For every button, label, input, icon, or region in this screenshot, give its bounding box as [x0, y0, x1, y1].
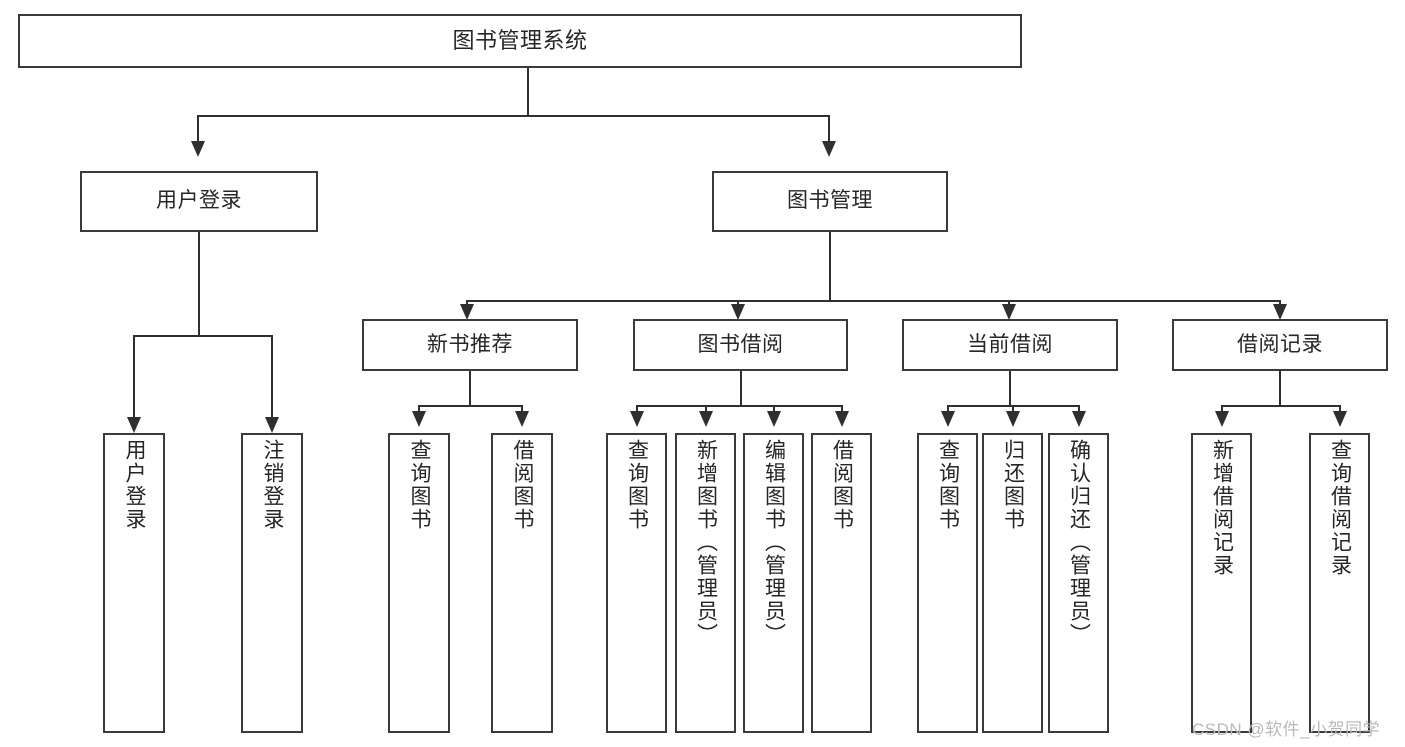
arrow-current-borrow-to-leaf-2: [1006, 411, 1020, 427]
arrow-book-borrow-to-leaf-4: [835, 411, 849, 427]
arrow-root-to-book-mgmt: [822, 141, 836, 157]
leaf-book-borrow-borrow-book[interactable]: 借阅图书: [811, 433, 872, 733]
node-label: 图书借阅: [697, 332, 784, 356]
arrow-book-borrow-to-leaf-1: [630, 411, 644, 427]
edge-root-bar: [197, 115, 829, 117]
node-label: 借阅记录: [1237, 332, 1323, 356]
arrow-book-mgmt-to-borrow-records: [1273, 304, 1287, 320]
leaf-new-book-borrow-book[interactable]: 借阅图书: [491, 433, 553, 733]
node-label: 新书推荐: [427, 332, 513, 356]
edge-new-book-drop: [469, 371, 471, 405]
node-label: 新增借阅记录: [1210, 439, 1234, 577]
arrow-user-login-to-leaf-1: [127, 417, 141, 433]
arrow-new-book-to-leaf-2: [515, 411, 529, 427]
node-label: 新增图书（管理员）: [694, 439, 718, 646]
node-label: 用户登录: [156, 189, 242, 213]
arrow-book-borrow-to-leaf-2: [699, 411, 713, 427]
node-label: 查询图书: [625, 439, 649, 531]
edge-root-drop: [527, 68, 529, 115]
arrow-user-login-to-leaf-2: [265, 417, 279, 433]
arrow-borrow-records-to-leaf-2: [1333, 411, 1347, 427]
leaf-book-borrow-edit-book[interactable]: 编辑图书（管理员）: [743, 433, 804, 733]
edge-book-mgmt-bar: [466, 300, 1280, 302]
node-new-book-recommend[interactable]: 新书推荐: [362, 319, 578, 371]
edge-book-borrow-bar: [636, 405, 841, 407]
arrow-root-to-user-login: [191, 141, 205, 157]
leaf-user-login-logout[interactable]: 注销登录: [241, 433, 303, 733]
edge-root-to-user-login: [197, 115, 199, 143]
leaf-current-borrow-confirm-return[interactable]: 确认归还（管理员）: [1048, 433, 1109, 733]
node-label: 查询借阅记录: [1328, 439, 1352, 577]
node-label: 借阅图书: [511, 439, 535, 531]
edge-borrow-records-drop: [1279, 371, 1281, 405]
node-label: 注销登录: [261, 439, 285, 531]
edge-user-login-to-leaf-2: [271, 335, 273, 419]
edge-borrow-records-bar: [1221, 405, 1339, 407]
arrow-book-borrow-to-leaf-3: [767, 411, 781, 427]
edge-book-mgmt-drop: [829, 232, 831, 300]
leaf-borrow-records-add-record[interactable]: 新增借阅记录: [1191, 433, 1252, 733]
arrow-borrow-records-to-leaf-1: [1215, 411, 1229, 427]
node-label: 查询图书: [936, 439, 960, 531]
edge-user-login-bar: [133, 335, 271, 337]
node-current-borrow[interactable]: 当前借阅: [902, 319, 1118, 371]
edge-new-book-bar: [418, 405, 521, 407]
arrow-book-mgmt-to-new-book: [460, 304, 474, 320]
node-user-login[interactable]: 用户登录: [80, 171, 318, 232]
arrow-new-book-to-leaf-1: [412, 411, 426, 427]
arrow-current-borrow-to-leaf-3: [1072, 411, 1086, 427]
edge-user-login-to-leaf-1: [133, 335, 135, 419]
leaf-borrow-records-query-record[interactable]: 查询借阅记录: [1309, 433, 1370, 733]
node-root-system[interactable]: 图书管理系统: [18, 14, 1022, 68]
node-label: 归还图书: [1001, 439, 1025, 531]
node-label: 图书管理系统: [452, 28, 588, 54]
node-book-borrow[interactable]: 图书借阅: [633, 319, 848, 371]
node-label: 编辑图书（管理员）: [762, 439, 786, 646]
node-label: 确认归还（管理员）: [1067, 439, 1091, 646]
node-label: 查询图书: [408, 439, 432, 531]
leaf-new-book-query-book[interactable]: 查询图书: [388, 433, 450, 733]
leaf-book-borrow-query-book[interactable]: 查询图书: [606, 433, 667, 733]
leaf-current-borrow-query-book[interactable]: 查询图书: [917, 433, 978, 733]
edge-book-borrow-drop: [740, 371, 742, 405]
leaf-book-borrow-add-book[interactable]: 新增图书（管理员）: [675, 433, 736, 733]
edge-root-to-book-mgmt: [828, 115, 830, 143]
node-book-management[interactable]: 图书管理: [712, 171, 948, 232]
node-label: 用户登录: [123, 439, 147, 531]
arrow-book-mgmt-to-book-borrow: [731, 304, 745, 320]
arrow-current-borrow-to-leaf-1: [941, 411, 955, 427]
leaf-user-login-login[interactable]: 用户登录: [103, 433, 165, 733]
edge-current-borrow-drop: [1009, 371, 1011, 405]
node-borrow-records[interactable]: 借阅记录: [1172, 319, 1388, 371]
node-label: 图书管理: [787, 189, 873, 213]
node-label: 借阅图书: [830, 439, 854, 531]
edge-user-login-drop: [198, 232, 200, 335]
arrow-book-mgmt-to-current-borrow: [1002, 304, 1016, 320]
node-label: 当前借阅: [967, 332, 1053, 356]
leaf-current-borrow-return-book[interactable]: 归还图书: [982, 433, 1043, 733]
